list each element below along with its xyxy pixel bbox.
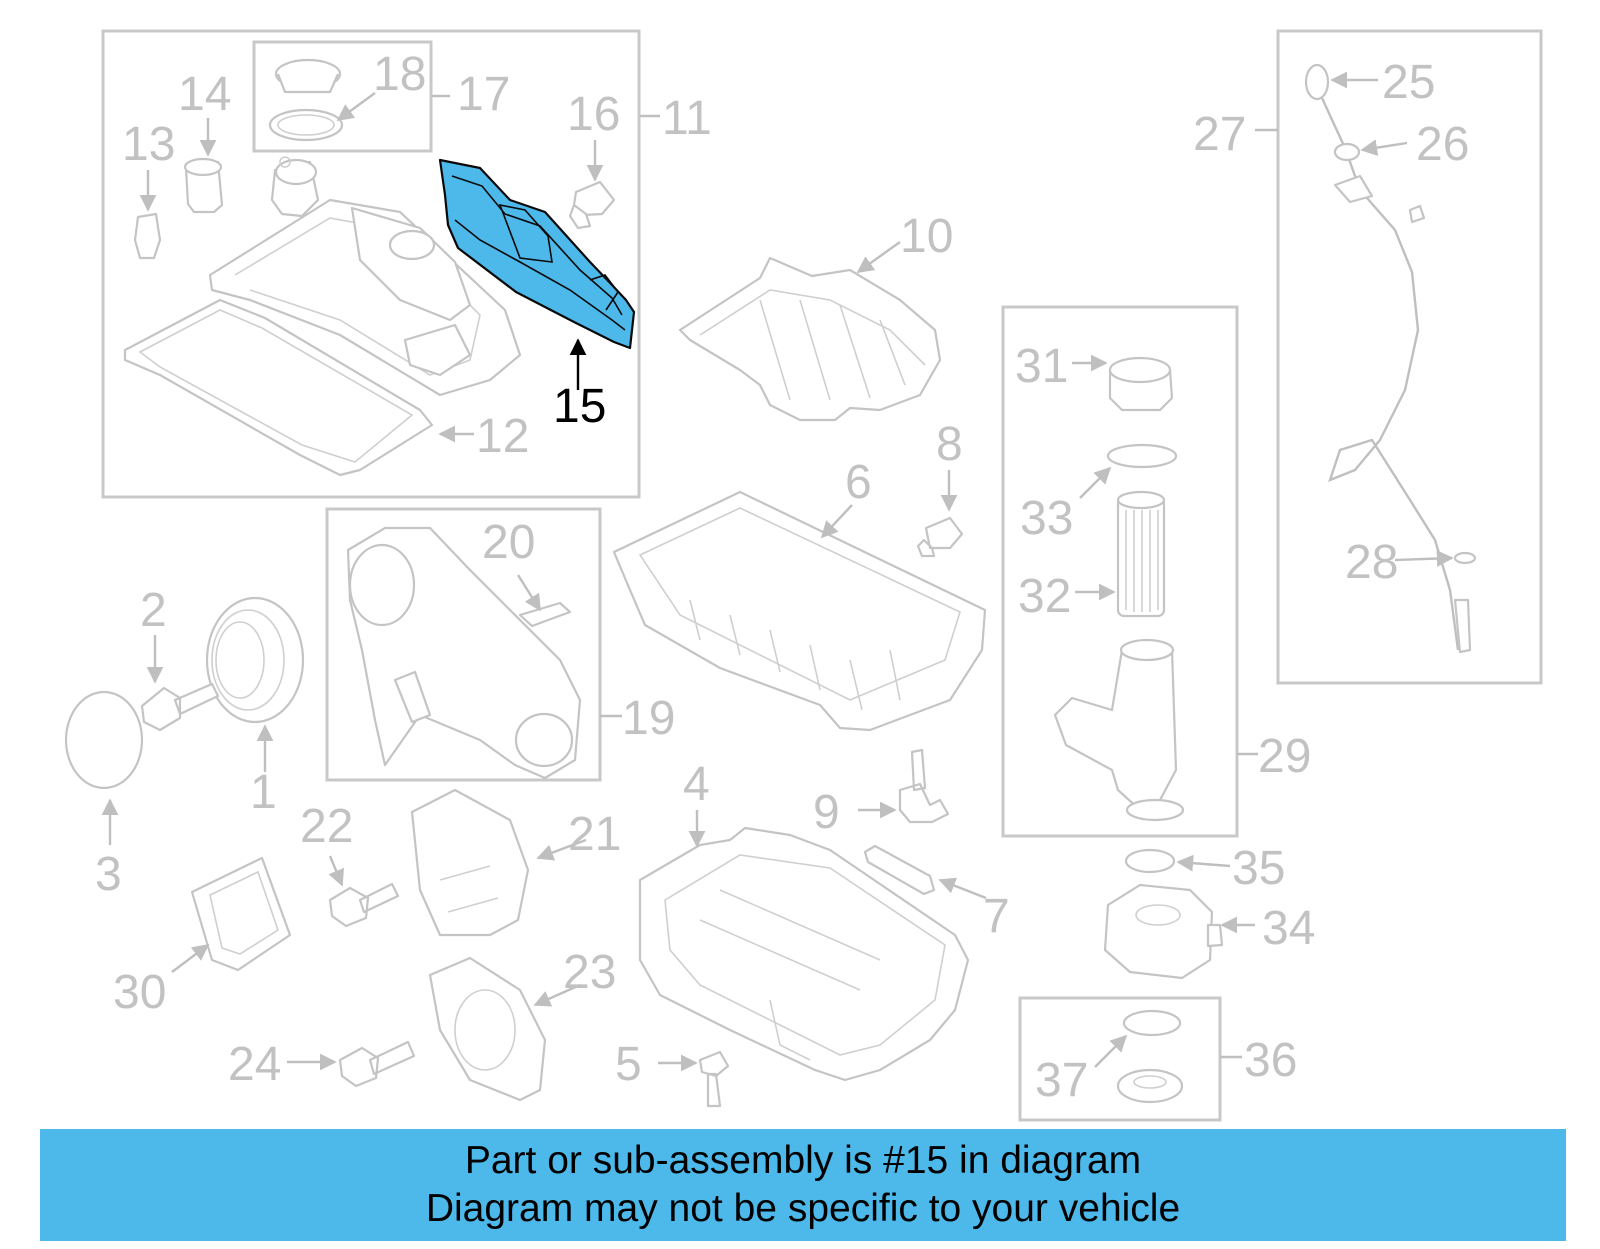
callout-26: 26: [1416, 118, 1469, 171]
callout-20: 20: [482, 516, 535, 569]
oil-cooler-part-34: [1103, 883, 1224, 980]
callout-11: 11: [662, 92, 712, 145]
callout-19: 19: [622, 692, 675, 745]
filter-element-part-32: [1116, 490, 1166, 618]
callout-21: 21: [568, 808, 621, 861]
callout-24: 24: [228, 1038, 281, 1091]
drain-plug-part-5: [698, 1050, 730, 1108]
callout-31: 31: [1015, 340, 1068, 393]
o-ring-part-35: [1124, 848, 1176, 874]
callout-7: 7: [983, 890, 1010, 943]
callout-labels: 1 2 3 4 5 6 7 8 9 10 11 12 13 14 15 16 1…: [95, 48, 1469, 1107]
callout-29: 29: [1258, 730, 1311, 783]
o-ring-part-33: [1106, 443, 1178, 469]
callout-6: 6: [845, 456, 872, 509]
timing-cover-part-19: [346, 526, 582, 780]
callout-18: 18: [373, 48, 426, 101]
filter-cap-part-31: [1108, 356, 1174, 412]
banner-line-1: Part or sub-assembly is #15 in diagram: [464, 1139, 1142, 1182]
callout-36: 36: [1244, 1034, 1297, 1087]
callout-14: 14: [178, 68, 231, 121]
callout-13: 13: [122, 118, 175, 171]
callout-37: 37: [1035, 1054, 1088, 1107]
callout-35: 35: [1232, 842, 1285, 895]
bolt-part-24: [338, 1040, 416, 1088]
sensor-part-7: [863, 844, 936, 896]
callout-3: 3: [95, 848, 122, 901]
callout-16: 16: [567, 88, 620, 141]
callout-15: 15: [553, 380, 606, 433]
sensor-part-9: [898, 748, 950, 824]
callout-5: 5: [615, 1038, 642, 1091]
clip-part-20: [518, 601, 572, 628]
highlighted-part-15: [438, 158, 636, 350]
group-box-11: [101, 29, 641, 499]
callout-32: 32: [1018, 570, 1071, 623]
bolt-part-22: [328, 882, 400, 928]
bolt-part-2: [140, 682, 220, 732]
backing-plate-part-23: [428, 956, 547, 1102]
dipstick-part-27: [1304, 63, 1477, 654]
valve-cover-gasket-part: [123, 298, 434, 477]
group-box-17: [252, 40, 433, 153]
callout-23: 23: [563, 946, 616, 999]
seal-kit-part-37: [1116, 1009, 1184, 1104]
callout-12: 12: [476, 410, 529, 463]
callout-25: 25: [1382, 56, 1435, 109]
sensor-part-13: [133, 212, 162, 260]
callout-34: 34: [1262, 902, 1315, 955]
callout-17: 17: [457, 68, 510, 121]
intake-runner-part-10: [678, 256, 942, 422]
callout-33: 33: [1020, 492, 1073, 545]
oil-cap-part-18: [268, 58, 344, 142]
oil-pan-upper-part-6: [612, 490, 987, 732]
group-box-27: [1276, 29, 1543, 685]
callout-9: 9: [813, 786, 840, 839]
banner-line-2: Diagram may not be specific to your vehi…: [425, 1187, 1181, 1230]
callout-1: 1: [250, 766, 277, 819]
pulley-part-1: [205, 596, 305, 724]
group-box-29: [1001, 305, 1239, 838]
group-box-19: [325, 507, 602, 782]
valve-cover-part: [208, 156, 522, 397]
callout-8: 8: [936, 418, 963, 471]
filter-housing-part-29: [1053, 638, 1185, 822]
callout-10: 10: [900, 210, 953, 263]
callout-22: 22: [300, 800, 353, 853]
group-box-36: [1018, 996, 1222, 1122]
callout-4: 4: [683, 758, 710, 811]
cap-part-3: [64, 690, 144, 790]
leader-lines: [101, 71, 1454, 1072]
bolt-part-8: [916, 516, 964, 558]
callout-2: 2: [140, 584, 167, 637]
callout-27: 27: [1193, 108, 1246, 161]
oil-pan-lower-part-4: [638, 826, 970, 1082]
cover-part-21: [410, 788, 530, 937]
part-info-banner: Part or sub-assembly is #15 in diagram D…: [40, 1129, 1566, 1241]
callout-28: 28: [1345, 536, 1398, 589]
callout-30: 30: [113, 966, 166, 1019]
